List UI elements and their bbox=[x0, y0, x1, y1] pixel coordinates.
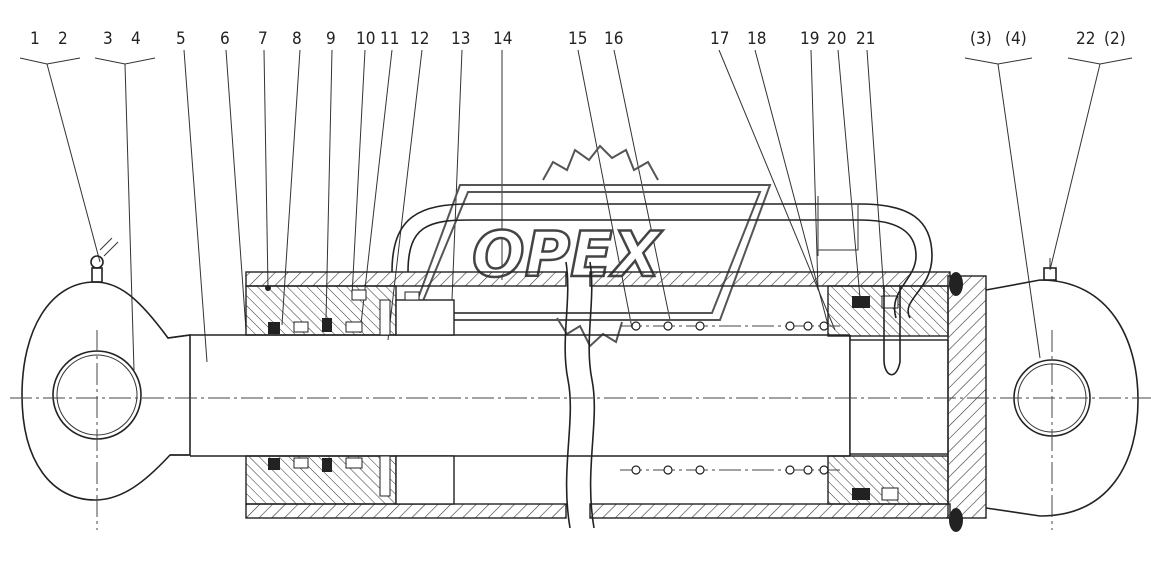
callout-4: 4 bbox=[131, 29, 141, 49]
callout-2-paren: (2) bbox=[1104, 29, 1126, 49]
callout-17: 17 bbox=[710, 29, 729, 49]
piston-assembly bbox=[620, 285, 949, 505]
callout-2: 2 bbox=[58, 29, 68, 49]
oil-pipe bbox=[391, 196, 933, 319]
callout-20: 20 bbox=[827, 29, 846, 49]
callout-3: 3 bbox=[103, 29, 113, 49]
callout-22: 22 bbox=[1076, 29, 1095, 49]
callout-5: 5 bbox=[176, 29, 186, 49]
callout-10: 10 bbox=[356, 29, 375, 49]
callout-labels: 1 2 3 4 5 6 7 8 9 10 11 12 13 14 15 16 1… bbox=[30, 29, 1126, 49]
rod-eye-left bbox=[21, 237, 191, 501]
cylinder-head bbox=[245, 285, 455, 505]
callout-18: 18 bbox=[747, 29, 766, 49]
cylinder-bottom bbox=[947, 258, 1139, 532]
callout-6: 6 bbox=[220, 29, 230, 49]
piston-rod bbox=[190, 334, 851, 457]
callout-14: 14 bbox=[493, 29, 512, 49]
callout-8: 8 bbox=[292, 29, 302, 49]
label-group-brackets bbox=[19, 57, 1133, 65]
callout-12: 12 bbox=[410, 29, 429, 49]
callout-16: 16 bbox=[604, 29, 623, 49]
callout-9: 9 bbox=[326, 29, 336, 49]
cylinder-barrel bbox=[245, 261, 951, 529]
callout-13: 13 bbox=[451, 29, 470, 49]
callout-11: 11 bbox=[380, 29, 399, 49]
callout-1: 1 bbox=[30, 29, 40, 49]
callout-4-paren: (4) bbox=[1005, 29, 1027, 49]
callout-19: 19 bbox=[800, 29, 819, 49]
callout-21: 21 bbox=[856, 29, 875, 49]
callout-15: 15 bbox=[568, 29, 587, 49]
callout-7: 7 bbox=[258, 29, 268, 49]
callout-3-paren: (3) bbox=[970, 29, 992, 49]
